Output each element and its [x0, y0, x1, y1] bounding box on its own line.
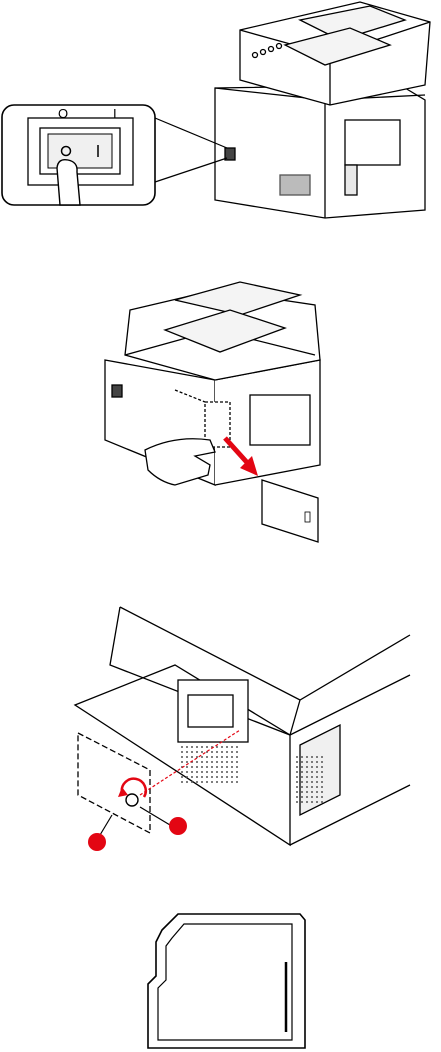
panel-remove-memory-cover	[0, 595, 441, 865]
switch-off-label: O	[58, 106, 68, 121]
printer-body-front	[105, 282, 320, 485]
switch-on-label: I	[113, 106, 117, 121]
printer-with-switch-illustration: O I	[0, 0, 441, 225]
panel-power-switch: O I	[0, 0, 441, 225]
panel-remove-side-cover	[0, 260, 441, 545]
printer-body	[215, 2, 430, 218]
memory-cover-plate	[78, 733, 150, 833]
sd-card-icon	[148, 914, 305, 1048]
finger-icon	[57, 160, 80, 205]
callout-marker-2	[169, 817, 187, 835]
sd-card-illustration	[0, 912, 441, 1052]
side-cover-panel	[262, 480, 318, 542]
panel-sd-card	[0, 912, 441, 1052]
memory-cover-illustration	[0, 595, 441, 865]
callout-marker-1	[88, 833, 106, 851]
side-cover-removal-illustration	[0, 260, 441, 545]
switch-callout: O I	[2, 105, 155, 205]
